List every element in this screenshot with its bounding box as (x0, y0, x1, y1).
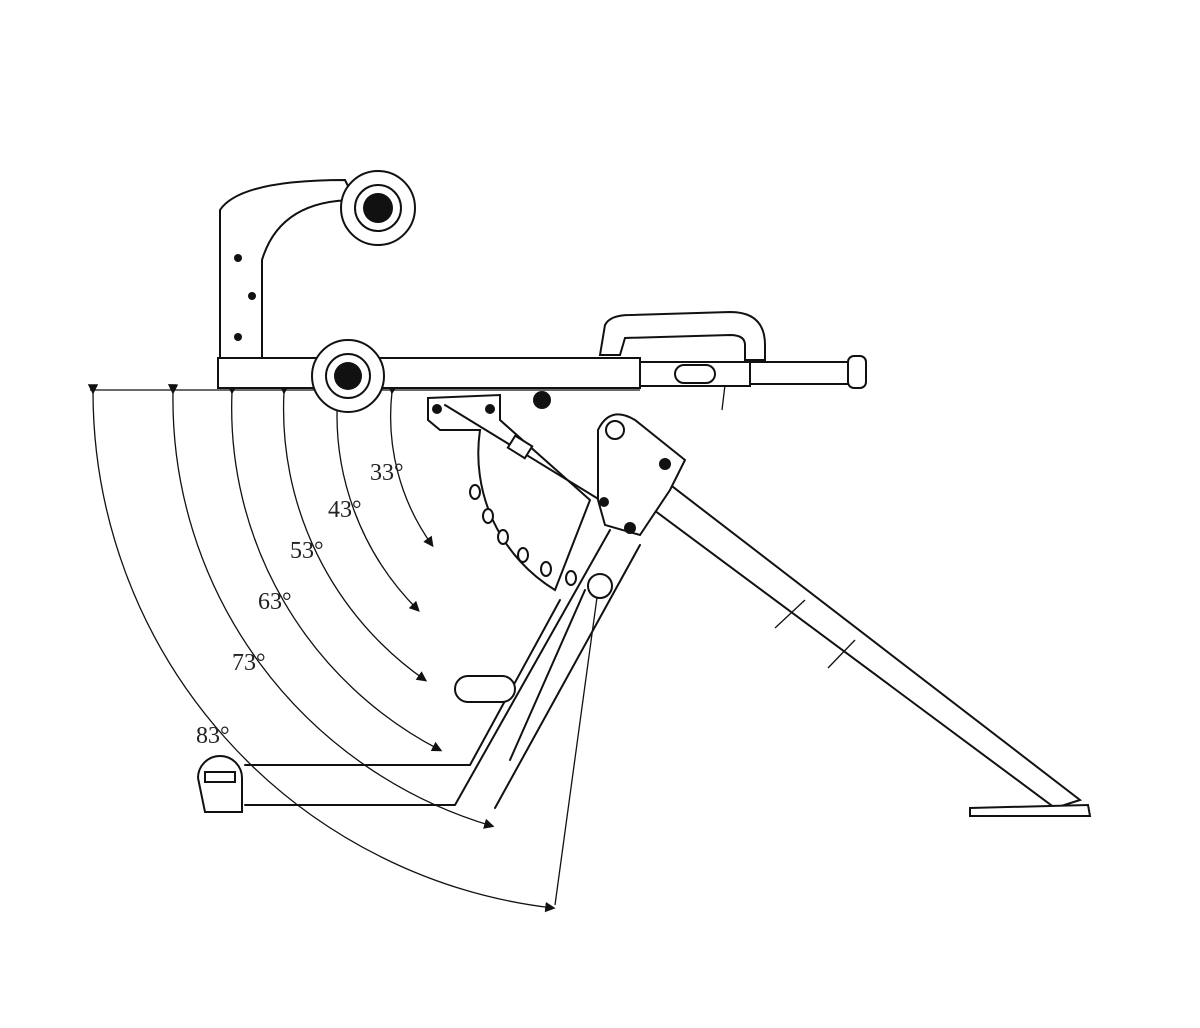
angle-label-43: 43° (328, 497, 362, 523)
arc-63 (227, 383, 443, 752)
seat-pad (598, 310, 766, 361)
front-frame (244, 529, 641, 906)
lower-roller (311, 339, 385, 413)
foot-roller (196, 755, 243, 813)
angle-label-33: 33° (370, 460, 404, 486)
upper-bracket (219, 178, 357, 359)
angle-arcs (87, 383, 556, 913)
handle-tube (721, 355, 867, 411)
adjustment-quadrant (427, 393, 601, 592)
arc-33 (387, 383, 434, 548)
arc-43 (333, 383, 420, 612)
angle-label-63: 63° (258, 589, 292, 615)
arc-53 (279, 383, 428, 682)
pivot-bracket (597, 413, 687, 537)
angle-label-53: 53° (290, 538, 324, 564)
main-beam (217, 357, 751, 409)
knee-pad (454, 675, 516, 703)
angle-label-73: 73° (232, 650, 266, 676)
rear-leg (598, 438, 1092, 817)
upper-roller (340, 170, 416, 246)
angle-label-83: 83° (196, 723, 230, 749)
